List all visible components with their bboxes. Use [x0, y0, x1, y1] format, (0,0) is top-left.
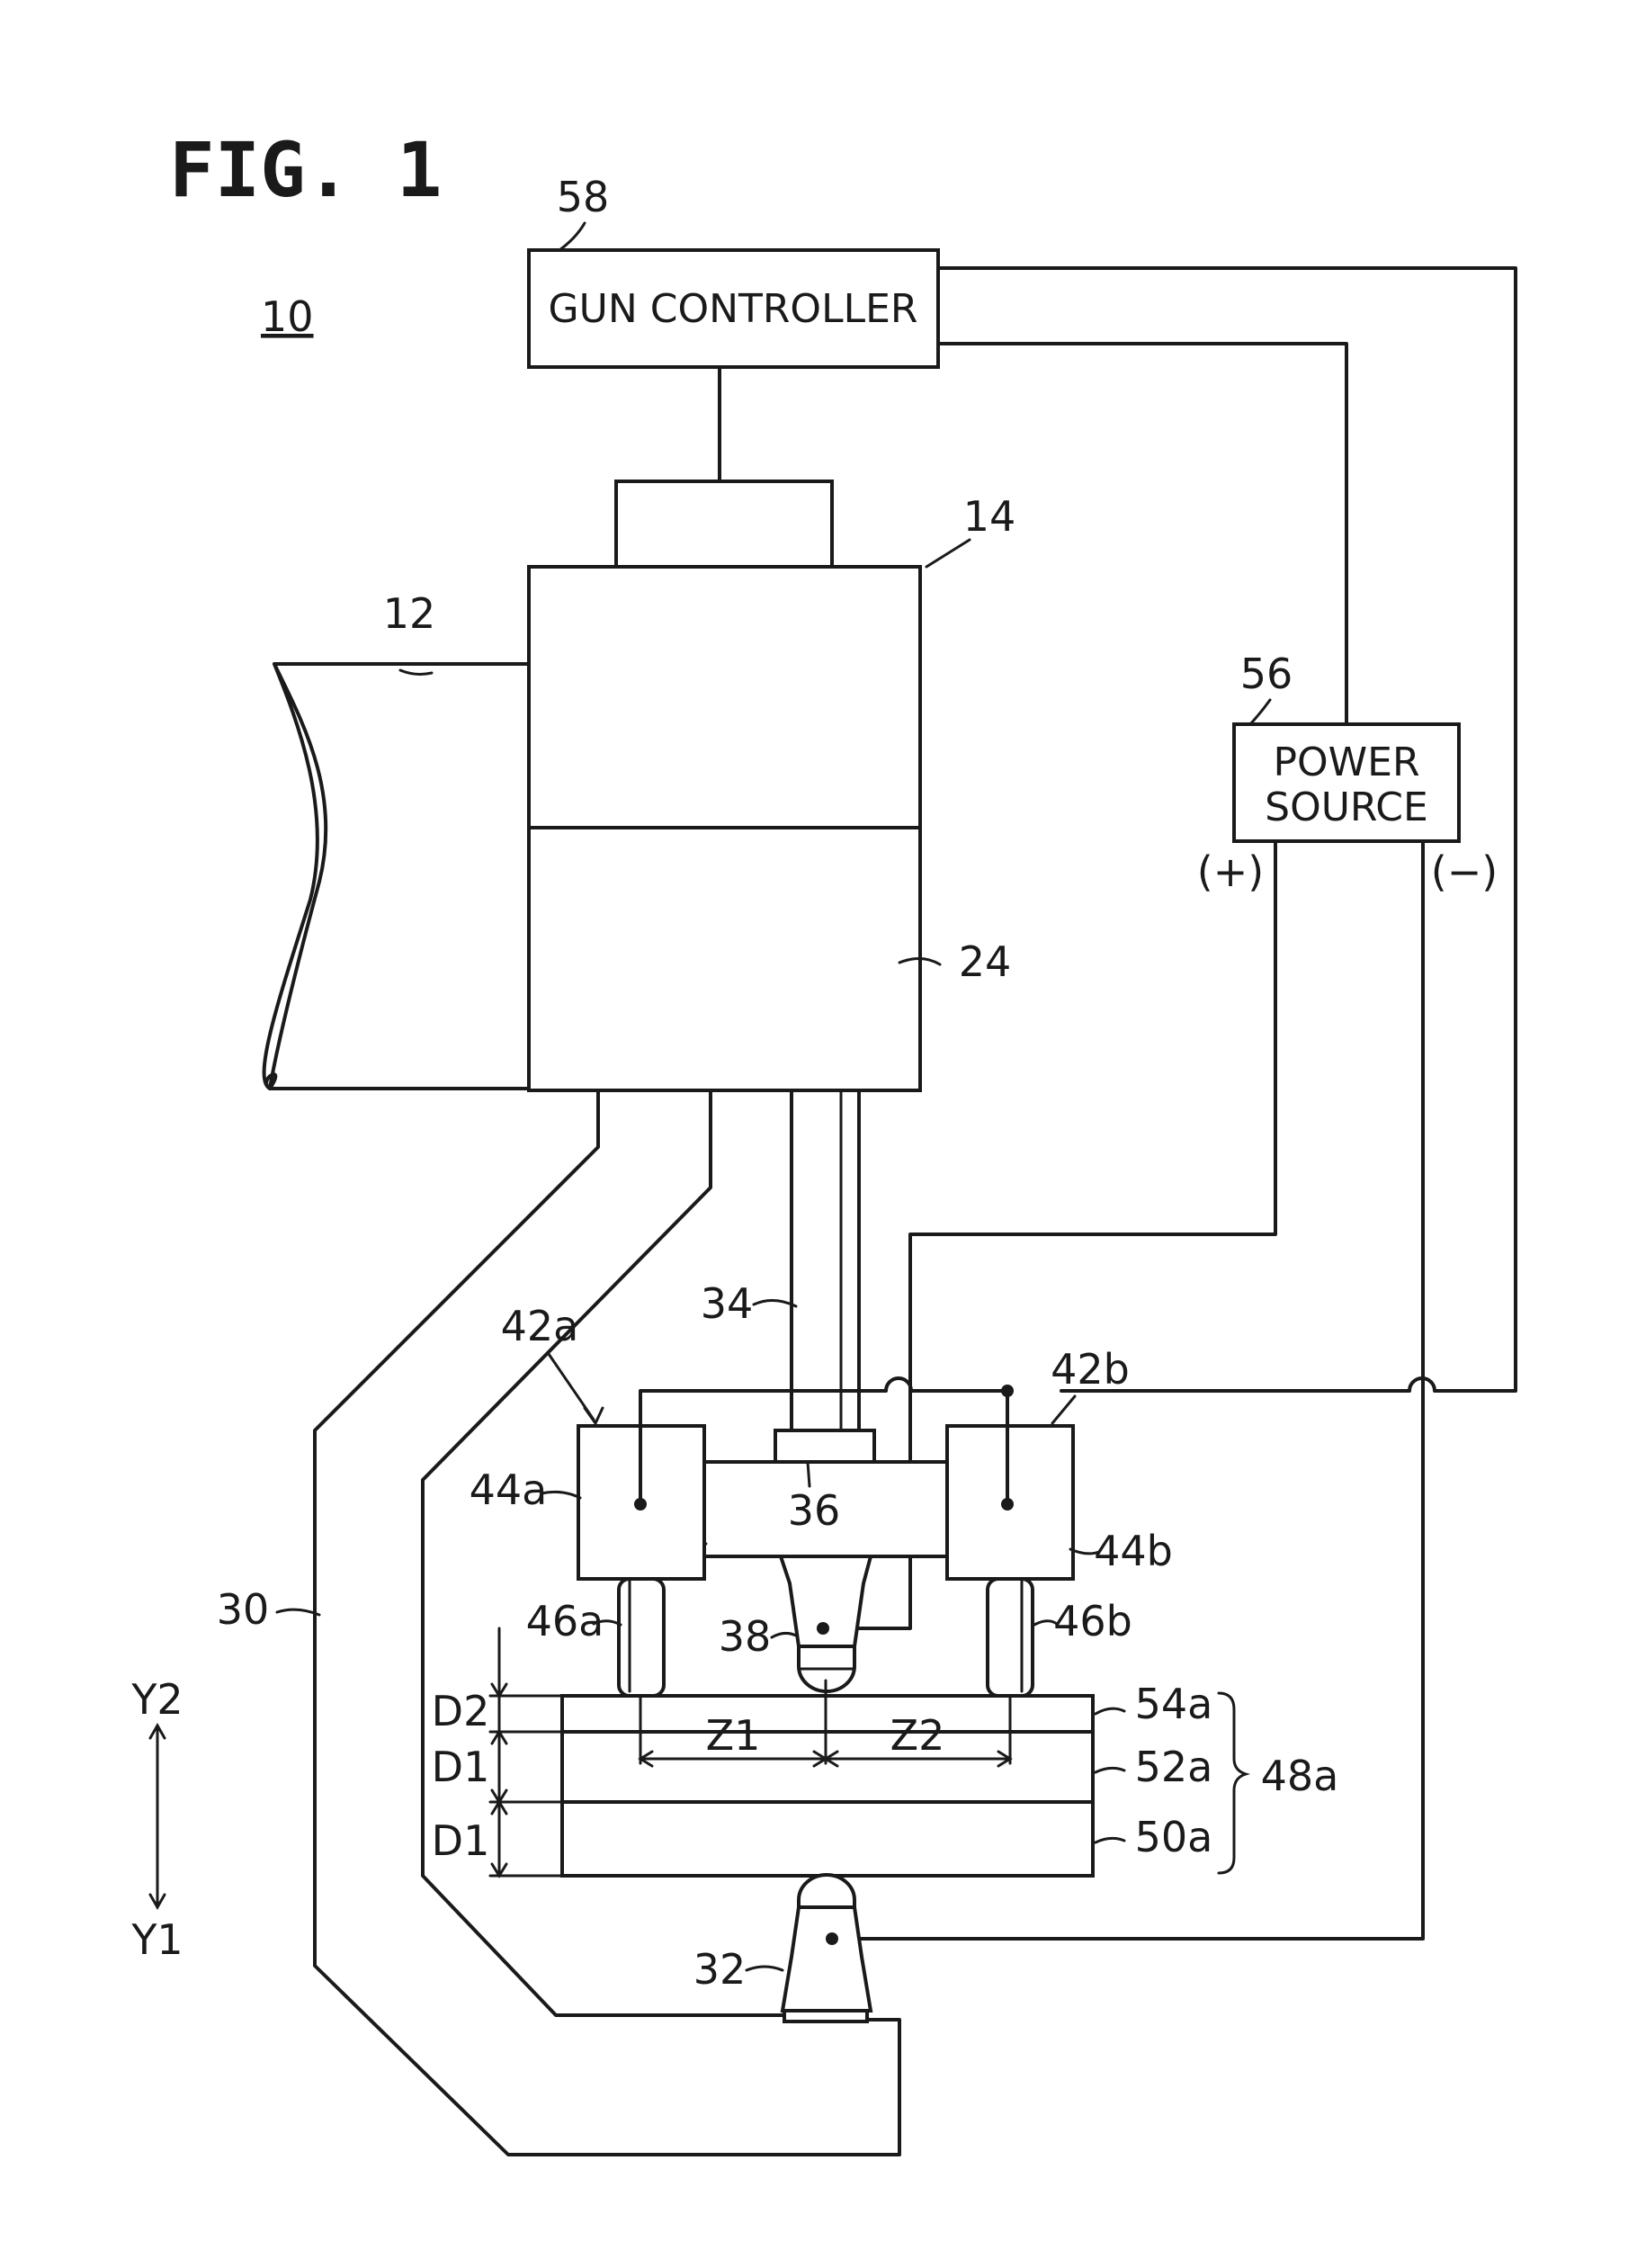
holder-ref: 36 — [788, 1486, 841, 1535]
plate-middle-ref-leader — [1096, 1768, 1124, 1772]
gun-controller-ref: 58 — [557, 173, 610, 221]
fixed-electrode-ref-leader — [747, 1967, 783, 1970]
power-source-ref: 56 — [1240, 650, 1293, 698]
cylinder-signal-junction — [1001, 1385, 1014, 1397]
plate-middle-ref: 52a — [1135, 1743, 1213, 1791]
gun-body-top-cap — [616, 481, 832, 567]
cylinder-b-ref: 44b — [1094, 1527, 1173, 1575]
unit-a-ref: 42a — [501, 1302, 579, 1350]
plate-top-ref: 54a — [1135, 1680, 1213, 1728]
dim-d2-label: D2 — [432, 1687, 490, 1735]
fixed-electrode-dot — [826, 1932, 838, 1945]
rod-collar — [775, 1430, 874, 1462]
power-source-ref-leader — [1250, 700, 1270, 724]
power-source-line1: POWER — [1273, 740, 1419, 785]
unit-a-arrow — [585, 1408, 603, 1423]
gun-controller-text: GUN CONTROLLER — [549, 286, 918, 332]
power-minus-label: (−) — [1431, 847, 1498, 896]
c-frame-ref: 30 — [217, 1585, 270, 1634]
pin-a — [619, 1579, 664, 1696]
gun-body-ref-leader — [926, 540, 970, 567]
plate-bottom-ref: 50a — [1135, 1813, 1213, 1861]
power-plus-label: (+) — [1197, 847, 1264, 896]
axis-down-label: Y1 — [130, 1915, 183, 1964]
pin-b-ref: 46b — [1053, 1597, 1132, 1645]
plate-top-ref-leader — [1096, 1708, 1124, 1714]
z1-label: Z1 — [706, 1711, 761, 1760]
figure-title: FIG. 1 — [169, 126, 442, 214]
power-source-line2: SOURCE — [1265, 784, 1428, 830]
unit-b-ref: 42b — [1051, 1345, 1130, 1394]
rod-ref-leader — [754, 1300, 796, 1306]
system-label: 10 — [261, 292, 314, 341]
cylinder-a-ref-leader — [541, 1492, 580, 1498]
dim-d1-lower-label: D1 — [432, 1816, 490, 1865]
pin-a-ref: 46a — [526, 1597, 604, 1645]
c-frame-ref-leader — [277, 1609, 319, 1615]
rod-ref: 34 — [701, 1279, 754, 1328]
unit-b-ref-leader — [1052, 1396, 1075, 1423]
robot-arm-ref-leader — [400, 670, 432, 674]
movable-electrode-dot — [817, 1622, 829, 1635]
gun-controller-ref-leader — [559, 223, 585, 250]
stack-ref: 48a — [1261, 1752, 1339, 1800]
robot-arm-edge — [270, 664, 529, 1089]
holder-ref-leader — [808, 1462, 810, 1486]
plate-bottom-ref-leader — [1096, 1838, 1124, 1842]
axis-up-label: Y2 — [130, 1675, 183, 1724]
actuator-ref: 24 — [959, 937, 1012, 986]
plate-bottom — [562, 1802, 1093, 1876]
pin-b — [988, 1579, 1033, 1696]
fixed-electrode-tip — [799, 1875, 854, 1907]
dim-d1-upper-label: D1 — [432, 1743, 490, 1791]
cylinder-a-ref: 44a — [470, 1466, 548, 1514]
robot-arm-ref: 12 — [383, 589, 436, 638]
z2-label: Z2 — [890, 1711, 945, 1760]
fixed-electrode-ref: 32 — [693, 1945, 747, 1994]
movable-electrode-ref: 38 — [719, 1612, 772, 1661]
fixed-electrode-base — [784, 2011, 867, 2021]
gun-body-ref: 14 — [963, 492, 1016, 541]
movable-electrode-ref-leader — [772, 1633, 796, 1637]
stack-brace — [1219, 1693, 1246, 1873]
fixed-electrode-body — [783, 1907, 871, 2011]
